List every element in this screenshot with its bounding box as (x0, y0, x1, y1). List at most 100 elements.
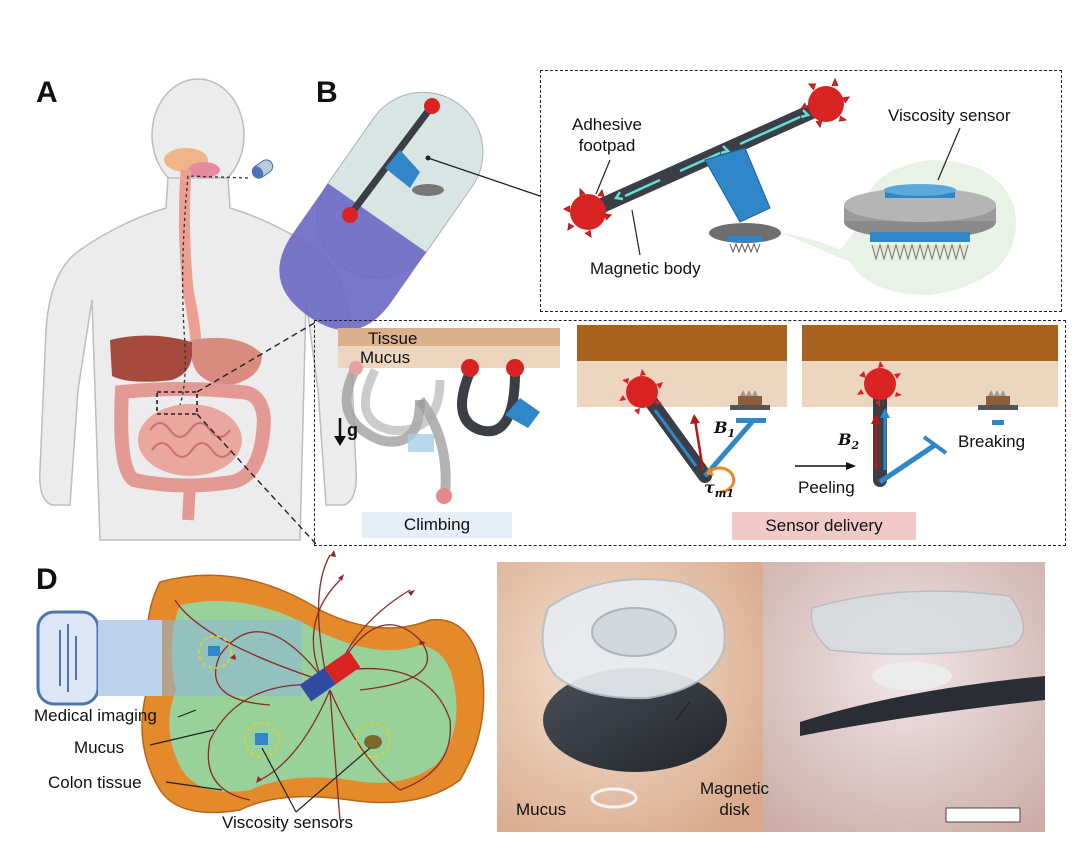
magnetic-disk-photo (543, 668, 727, 772)
panel-label-a: A (36, 76, 58, 109)
delivered-sensor-spikes (988, 390, 1006, 396)
b1-label: B1 (714, 418, 736, 441)
panel-label-b: B (316, 76, 338, 109)
medical-imaging-label: Medical imaging (34, 706, 157, 725)
delivery-sensor-base-1 (730, 405, 770, 410)
capsule-robot-sensor (412, 184, 444, 196)
field-b1-arrow (693, 419, 705, 471)
field-arrowheads (230, 550, 426, 783)
zoom-region-box (156, 391, 198, 415)
mucus-label: Mucus (360, 348, 411, 367)
zoom-line-top (196, 321, 317, 393)
sensor-marker-1 (198, 635, 232, 669)
climbing-ghost-3 (360, 367, 445, 435)
sensor-photo-hole (591, 607, 677, 657)
climbing-ghost-arm (408, 434, 434, 452)
footpad-leader (595, 159, 611, 195)
climbing-label: Climbing (403, 515, 471, 534)
tissue-layer-2 (577, 325, 787, 361)
tissue-layer-3 (802, 325, 1058, 361)
delivery-arm-tip-2 (922, 435, 948, 455)
esophagus (178, 169, 202, 346)
sensor-disk-layer (728, 236, 762, 242)
climbing-ghost-2 (415, 397, 451, 496)
capsule-path-line (179, 175, 249, 406)
probe-beam-1 (98, 620, 162, 696)
delivery-arm-tip-1 (736, 418, 766, 423)
breaking-label: Breaking (958, 432, 1026, 451)
delivery-magnetization-1 (653, 409, 698, 467)
viscosity-sensor-label: Viscosity sensor (888, 106, 1011, 125)
magnetic-disk-label: Magnetic disk (700, 779, 769, 819)
sensor-side-bubble (872, 662, 952, 690)
sensor-disk (709, 223, 781, 243)
adhesive-footpad-label: Adhesive footpad (572, 115, 642, 155)
panel-c-box (314, 320, 1066, 546)
viscosity-sensors-label: Viscosity sensors (222, 813, 354, 832)
delivery-sensor-1 (738, 396, 762, 405)
capsule-robot-footpad-bottom (342, 207, 358, 223)
probe-lines (59, 624, 77, 692)
b2-label: B2 (838, 430, 860, 453)
sensor-arm (704, 147, 771, 223)
sensor-marker-2 (244, 722, 280, 758)
delivery-sensor-spikes-1 (740, 390, 758, 396)
adhesive-footpad-left (562, 187, 613, 239)
sensor-side-view (810, 590, 1025, 655)
delivered-sensor-stem (992, 420, 1004, 425)
capsule-robot-arm (385, 150, 420, 188)
mouth-cavity (188, 162, 220, 178)
delivery-arm-1 (703, 420, 754, 478)
mucus-layer-1 (338, 346, 560, 368)
sensor-leader-2 (295, 747, 371, 813)
peeling-label: Peeling (798, 478, 855, 497)
sensor-marker-3 (355, 722, 391, 758)
climbing-robot-arm (505, 398, 540, 428)
magnetization-arrows (613, 109, 811, 201)
imaging-leader (177, 709, 197, 718)
disk-leader (675, 701, 691, 721)
climbing-ghost-pad-top (349, 361, 363, 375)
mucus-layer-3 (802, 361, 1058, 407)
panel-label-d: D (36, 563, 58, 596)
sensor-leader (937, 127, 961, 181)
bar-magnet-icon (299, 650, 361, 702)
mucus-leader (149, 729, 215, 746)
large-intestine (114, 382, 272, 493)
stomach (192, 337, 262, 386)
liver (110, 335, 193, 382)
delivery-footpad-2 (857, 361, 902, 407)
capsule-robot-footpad-top (424, 98, 440, 114)
capsule-shell (279, 91, 484, 331)
viscosity-sensor-enlarged (844, 184, 996, 261)
mucus-label-e: Mucus (516, 800, 567, 819)
sensor-delivery-label: Sensor delivery (765, 516, 883, 535)
capsule-robot-body (346, 102, 436, 219)
delivery-arm-2 (878, 442, 937, 485)
climbing-robot-pad-1 (461, 359, 479, 377)
mucus-label-d: Mucus (74, 738, 125, 757)
mucus-bubble (590, 787, 638, 809)
climbing-ghost-pad (436, 488, 452, 504)
intestine-folds (149, 422, 233, 458)
climbing-robot-body (457, 370, 520, 437)
colon-leader (165, 781, 223, 791)
small-intestine (138, 404, 242, 476)
gravity-arrowhead (334, 436, 346, 446)
scale-bar (945, 807, 1021, 823)
torque-label: τm1 (704, 478, 735, 501)
callout-line (427, 157, 541, 197)
sensor-microspikes (729, 242, 761, 254)
torque-arrow (711, 466, 736, 494)
sensor-leader-1 (261, 747, 297, 813)
disk-side-view (800, 676, 1045, 736)
delivery-footpad-1 (619, 369, 663, 415)
adhesive-footpad-right (799, 77, 851, 129)
body-leader (631, 209, 641, 256)
tissue-label: Tissue (368, 329, 418, 348)
